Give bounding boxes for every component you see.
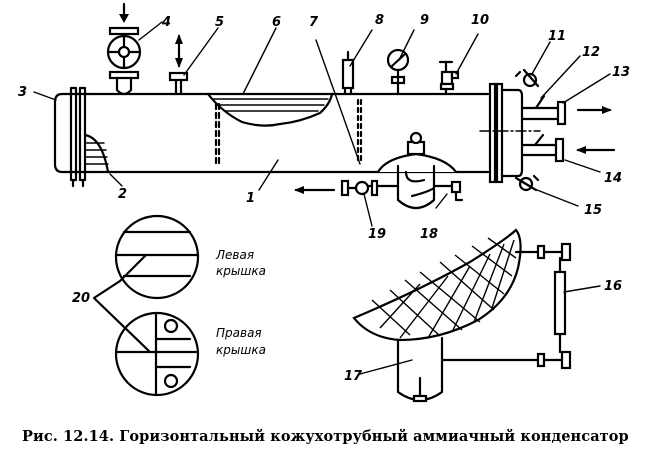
callout-15: 15 <box>584 203 602 218</box>
leader-lines <box>33 21 611 375</box>
callout-5: 5 <box>215 15 224 30</box>
callout-9: 9 <box>420 13 429 28</box>
callout-18: 18 <box>420 227 438 242</box>
valve-4 <box>106 26 142 96</box>
callout-13: 13 <box>612 65 630 80</box>
left-cover-detail <box>114 214 200 300</box>
callout-14: 14 <box>604 171 622 186</box>
condenser-shell <box>53 68 567 192</box>
flow-arrows <box>119 2 616 194</box>
callout-12: 12 <box>582 45 600 60</box>
left-cover-label-2: крышка <box>216 264 266 278</box>
callout-1: 1 <box>246 191 255 206</box>
callout-3: 3 <box>18 85 27 100</box>
oil-collector-18 <box>340 131 464 210</box>
safety-valve-8 <box>341 50 355 96</box>
callout-2: 2 <box>118 187 127 202</box>
right-cover-detail <box>114 311 200 397</box>
leader-20 <box>92 279 152 354</box>
left-cover-label-1: Левая <box>215 248 254 262</box>
valve-10 <box>438 60 460 96</box>
pressure-gauge-9 <box>386 48 410 96</box>
cover-labels: Левая крышка Правая крышка <box>215 248 266 357</box>
callout-6: 6 <box>272 15 281 30</box>
callout-4: 4 <box>161 15 171 30</box>
figure-caption: Рис. 12.14. Горизонтальный кожухотрубный… <box>22 428 629 445</box>
callout-11: 11 <box>548 29 566 44</box>
callout-19: 19 <box>368 227 386 242</box>
callout-16: 16 <box>604 279 622 294</box>
callout-8: 8 <box>375 13 384 28</box>
callout-7: 7 <box>309 15 319 30</box>
callout-numbers: 1 2 3 4 5 6 7 8 9 10 11 12 13 14 15 16 1… <box>18 13 630 384</box>
callout-20: 20 <box>72 291 90 306</box>
right-cover-label-2: крышка <box>216 343 266 357</box>
liquid-level-detail <box>352 228 572 403</box>
fitting-5 <box>168 71 189 96</box>
callout-10: 10 <box>471 13 489 28</box>
callout-17: 17 <box>344 369 363 384</box>
right-cover-label-1: Правая <box>216 326 262 340</box>
